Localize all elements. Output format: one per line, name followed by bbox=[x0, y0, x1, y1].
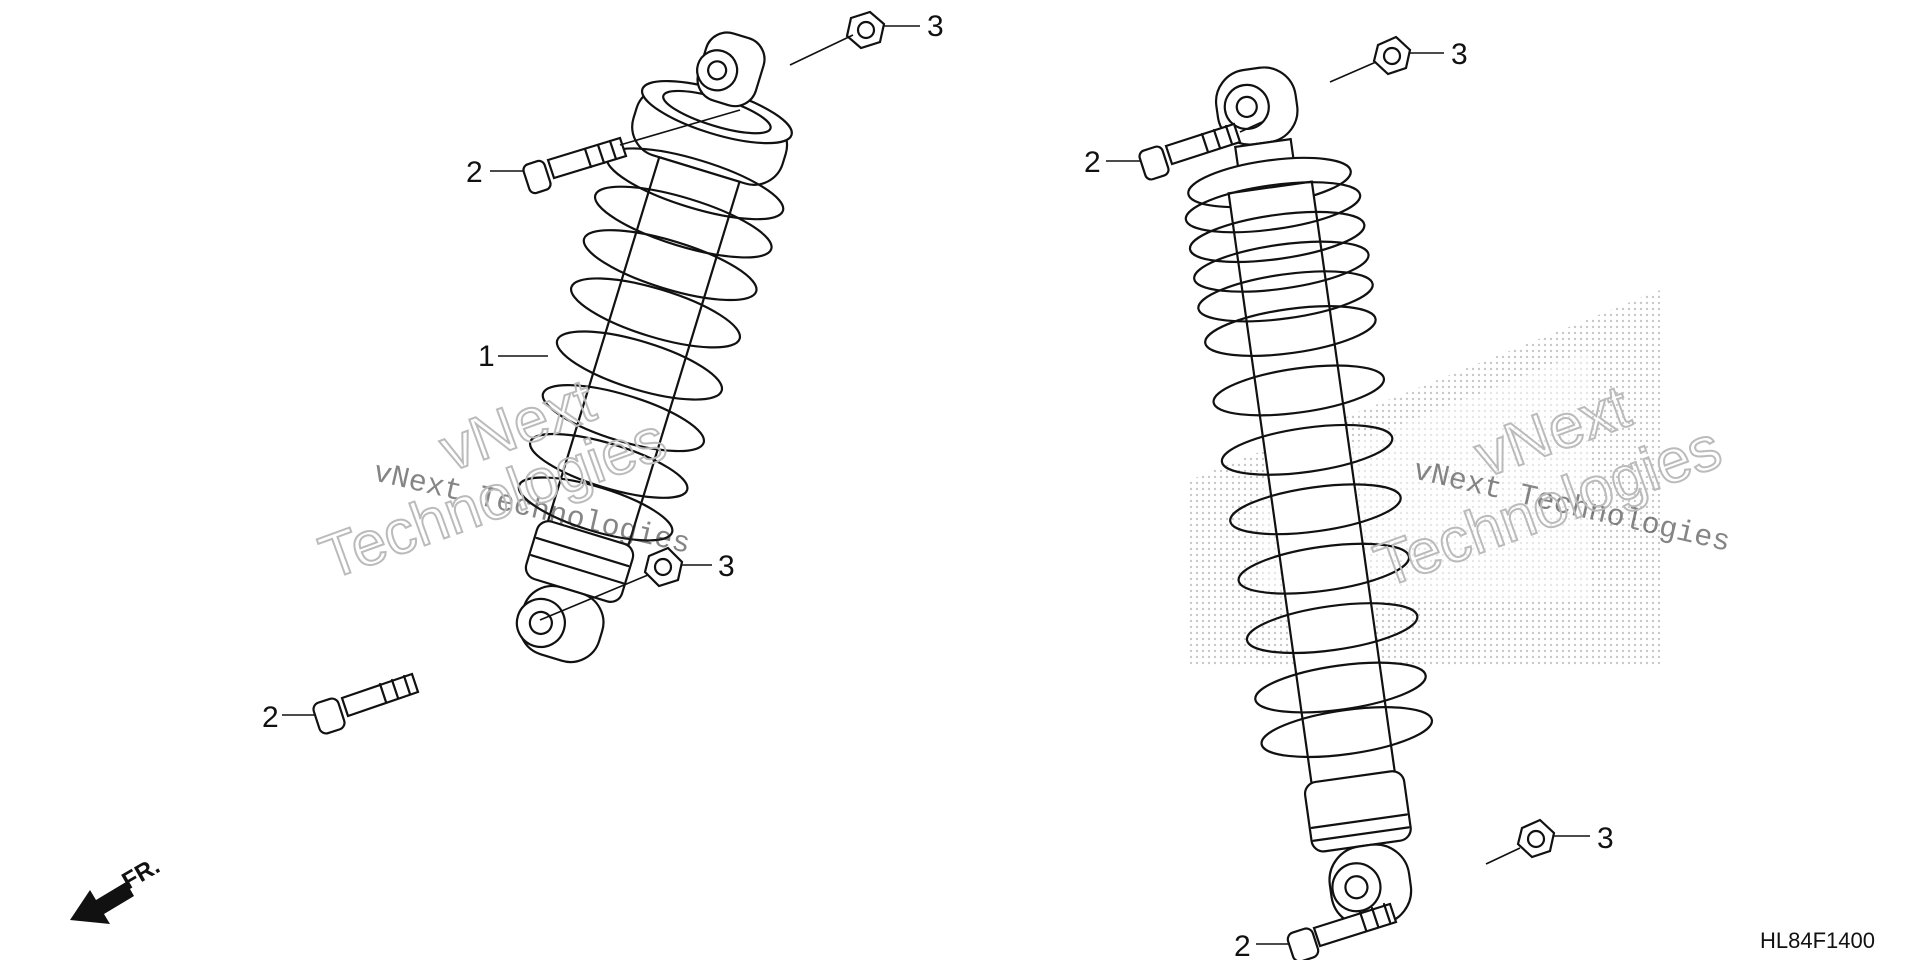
callout-2-right-lower: 2 bbox=[1234, 930, 1251, 960]
callout-3-left-upper: 3 bbox=[927, 10, 944, 43]
left-upper-nut bbox=[845, 10, 886, 50]
left-lower-nut bbox=[643, 546, 684, 588]
callout-2-left-upper: 2 bbox=[466, 156, 483, 189]
left-upper-bolt bbox=[522, 136, 628, 195]
callout-2-left-lower: 2 bbox=[262, 701, 279, 734]
front-arrow-icon bbox=[70, 882, 134, 924]
right-upper-bolt bbox=[1138, 122, 1242, 181]
right-lower-bolt bbox=[1286, 902, 1398, 960]
callout-2-right-upper: 2 bbox=[1084, 146, 1101, 179]
callout-1-shock: 1 bbox=[478, 340, 495, 373]
right-upper-nut bbox=[1372, 35, 1412, 76]
front-indicator: FR. bbox=[70, 852, 164, 924]
callout-3-left-lower: 3 bbox=[718, 550, 735, 583]
left-shock-absorber bbox=[515, 31, 793, 664]
left-lower-bolt bbox=[312, 672, 420, 735]
left-leader-lines bbox=[282, 25, 920, 716]
right-leader-lines bbox=[1106, 52, 1590, 945]
right-coil-spring bbox=[1184, 181, 1434, 759]
callout-3-right-upper: 3 bbox=[1451, 38, 1468, 71]
left-coil-spring bbox=[517, 147, 785, 542]
callout-3-right-lower: 3 bbox=[1597, 822, 1614, 855]
right-lower-nut bbox=[1516, 818, 1556, 859]
diagram-code: HL84F1400 bbox=[1760, 928, 1875, 953]
callout-labels: 3 2 1 3 2 3 2 3 2 bbox=[262, 10, 1614, 960]
